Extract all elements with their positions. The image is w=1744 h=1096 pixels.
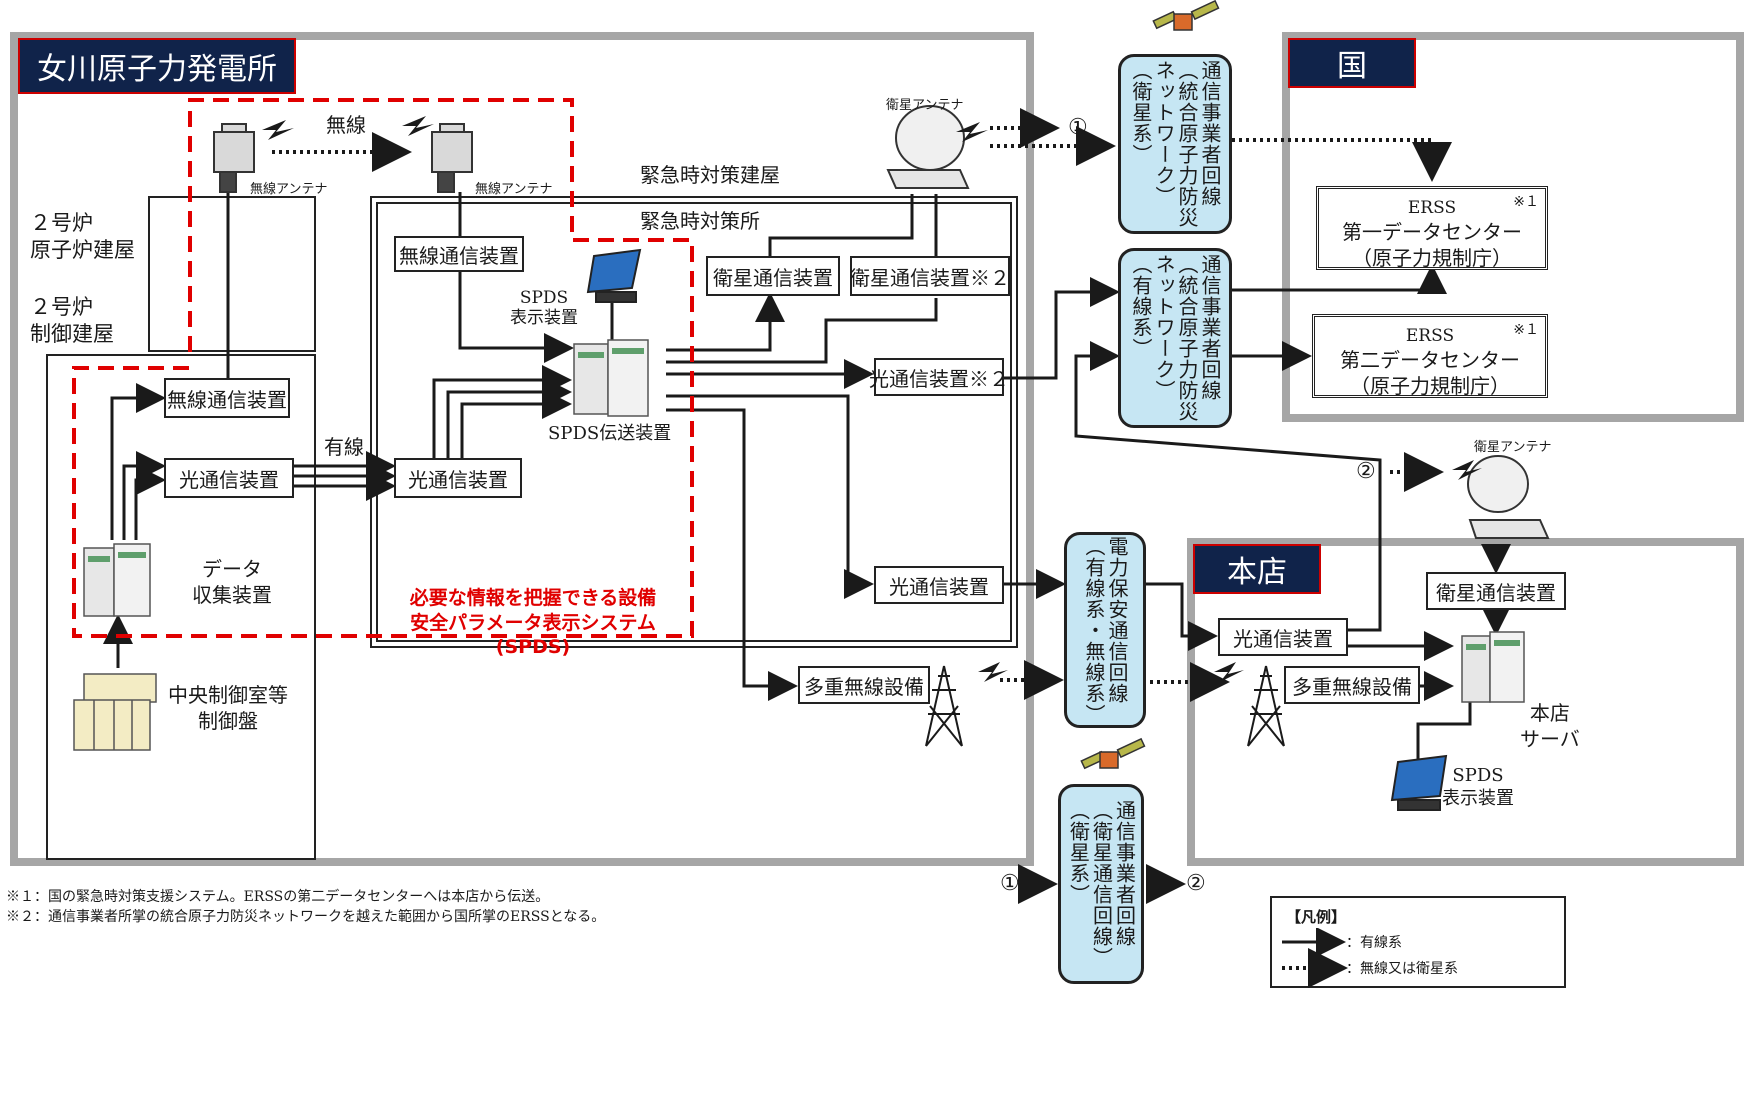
erss-first-sub: 第一データセンター bbox=[1342, 220, 1522, 245]
sat-network: 通信事業者回線 （統合原子力防災 ネットワーク） （衛星系） bbox=[1118, 54, 1232, 234]
sat-line-network: 通信事業者回線 （衛星通信回線） （衛星系） bbox=[1058, 784, 1144, 984]
wired-network: 通信事業者回線 （統合原子力防災 ネットワーク） （有線系） bbox=[1118, 248, 1232, 428]
marker-2-mid: ② bbox=[1356, 459, 1376, 484]
wireless-antenna-2-label: 無線アンテナ bbox=[475, 182, 553, 197]
honten-region bbox=[1187, 538, 1744, 866]
honten-multi-radio: 多重無線設備 bbox=[1284, 666, 1420, 704]
control-building bbox=[46, 354, 316, 860]
legend: 【凡例】 ：有線系 ：無線又は衛星系 bbox=[1270, 896, 1566, 988]
legend-wired: ：有線系 bbox=[1346, 935, 1402, 951]
honten-sat-comm-device: 衛星通信装置 bbox=[1426, 572, 1566, 610]
erss-first: ERSS 第一データセンター （原子力規制庁） ※１ bbox=[1316, 186, 1548, 270]
spds-display-label: SPDS 表示装置 bbox=[510, 288, 578, 329]
sat-comm-device-1: 衛星通信装置 bbox=[706, 256, 840, 296]
emergency-office bbox=[376, 202, 1012, 642]
reactor-building bbox=[148, 196, 316, 352]
erss-second-mark: ※１ bbox=[1513, 322, 1539, 338]
kuni-region bbox=[1282, 32, 1744, 422]
marker-1-bottom: ① bbox=[1000, 871, 1020, 896]
optical-device-mid: 光通信装置※２ bbox=[869, 358, 1009, 396]
wireless-label: 無線 bbox=[326, 113, 366, 137]
spds-note: 必要な情報を把握できる設備 安全パラメータ表示システム(SPDS) bbox=[378, 586, 688, 660]
erss-first-org: （原子力規制庁） bbox=[1352, 246, 1512, 271]
marker-1-top: ① bbox=[1068, 115, 1088, 140]
footnote-1: ※１：国の緊急時対策支援システム。ERSSの第二データセンターへは本店から伝送。 bbox=[6, 889, 550, 905]
emergency-building bbox=[370, 196, 1018, 648]
erss-second-name: ERSS bbox=[1405, 326, 1455, 346]
emergency-office-label: 緊急時対策所 bbox=[640, 209, 760, 233]
honten-optical-device: 光通信装置 bbox=[1218, 618, 1348, 656]
erss-second-org: （原子力規制庁） bbox=[1350, 374, 1510, 399]
wired-label: 有線 bbox=[324, 435, 364, 459]
data-collection-label: データ 収集装置 bbox=[192, 557, 272, 607]
multi-radio-onagawa: 多重無線設備 bbox=[798, 666, 930, 704]
sat-comm-device-2: 衛星通信装置※２ bbox=[850, 256, 1010, 296]
legend-wireless: ：無線又は衛星系 bbox=[1346, 961, 1458, 977]
spds-transmitter-label: SPDS伝送装置 bbox=[548, 423, 672, 444]
erss-first-name: ERSS bbox=[1407, 198, 1457, 218]
optical-device-control: 光通信装置 bbox=[164, 458, 294, 498]
onagawa-region bbox=[10, 32, 1034, 866]
onagawa-title: 女川原子力発電所 bbox=[18, 38, 296, 94]
wireless-comm-device-emergency: 無線通信装置 bbox=[394, 236, 524, 272]
optical-device-emergency: 光通信装置 bbox=[394, 458, 522, 498]
legend-arrows bbox=[1282, 928, 1348, 988]
erss-second-sub: 第二データセンター bbox=[1340, 348, 1520, 373]
sat-antenna-2-label: 衛星アンテナ bbox=[1474, 440, 1552, 455]
power-network: 電力保安通信回線 （有線系・無線系） bbox=[1064, 532, 1146, 728]
control-panel-label: 中央制御室等 制御盤 bbox=[168, 683, 288, 733]
spds-note-line2: 安全パラメータ表示システム(SPDS) bbox=[410, 611, 656, 659]
footnote-2: ※２：通信事業者所掌の統合原子力防災ネットワークを越えた範囲から国所掌のERSS… bbox=[6, 909, 606, 925]
control-building-label: ２号炉 制御建屋 bbox=[30, 295, 114, 347]
legend-title: 【凡例】 bbox=[1286, 908, 1347, 926]
erss-first-mark: ※１ bbox=[1513, 194, 1539, 210]
wireless-comm-device-control: 無線通信装置 bbox=[164, 378, 290, 418]
optical-device-low: 光通信装置 bbox=[874, 566, 1004, 604]
reactor-building-label: ２号炉 原子炉建屋 bbox=[30, 211, 135, 263]
honten-server-label: 本店 サーバ bbox=[1520, 701, 1580, 751]
spds-note-line1: 必要な情報を把握できる設備 bbox=[409, 587, 657, 609]
wireless-antenna-1-label: 無線アンテナ bbox=[250, 182, 328, 197]
honten-title: 本店 bbox=[1193, 544, 1321, 594]
honten-spds-display-label: SPDS 表示装置 bbox=[1442, 765, 1514, 810]
emergency-building-label: 緊急時対策建屋 bbox=[640, 163, 780, 187]
marker-2-bottom: ② bbox=[1186, 871, 1206, 896]
erss-second: ERSS 第二データセンター （原子力規制庁） ※１ bbox=[1312, 314, 1548, 398]
kuni-title: 国 bbox=[1288, 38, 1416, 88]
sat-antenna-1-label: 衛星アンテナ bbox=[886, 98, 964, 113]
